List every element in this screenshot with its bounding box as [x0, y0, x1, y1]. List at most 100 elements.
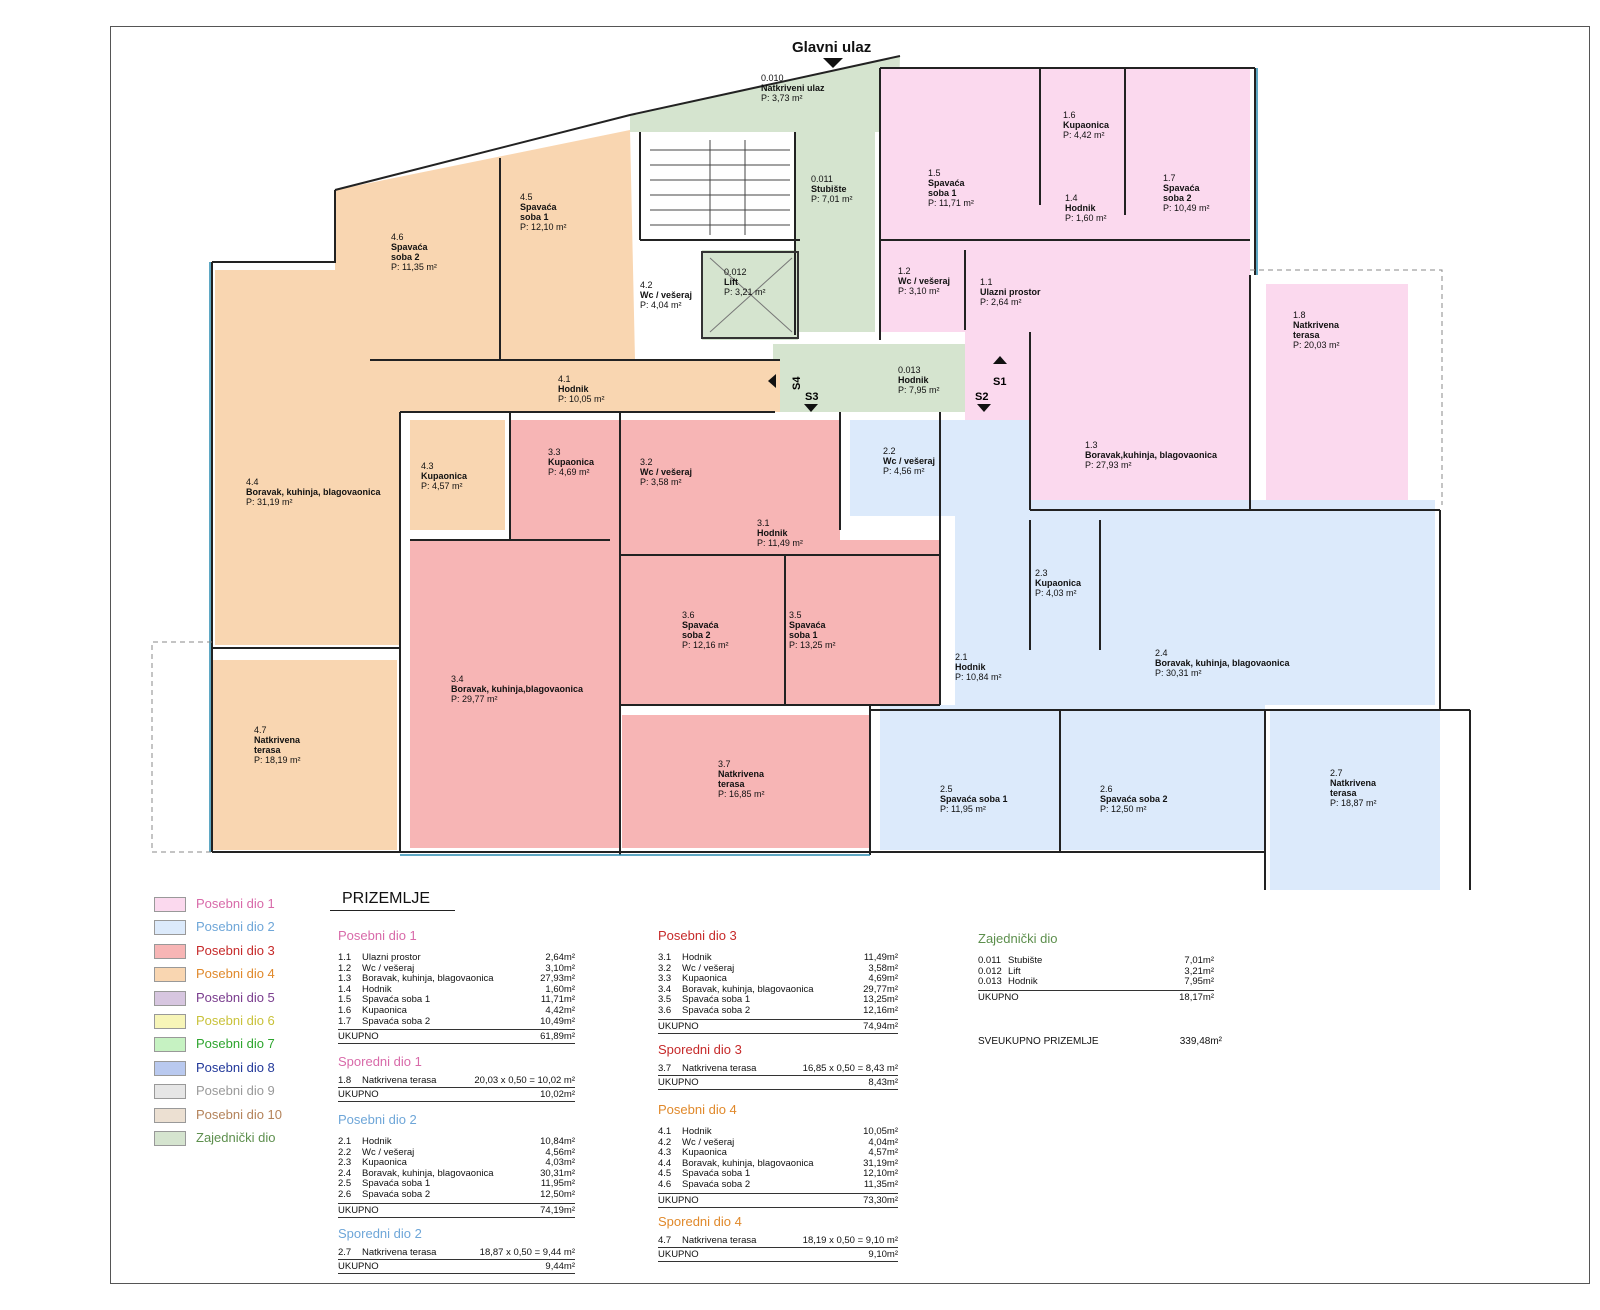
row-value: 10,05m² — [863, 1126, 898, 1137]
dashed-outlines — [151, 269, 1443, 853]
stair-arrow-s2-icon — [977, 404, 991, 412]
row-value: 27,93m² — [540, 973, 575, 985]
row-value: 31,19m² — [863, 1157, 898, 1169]
summary-row: 4.1 Hodnik 10,05m² — [658, 1126, 898, 1137]
row-label: Boravak, kuhinja, blagovaonica — [682, 983, 814, 995]
total-value: 61,89m² — [540, 1031, 575, 1043]
row-value: 10,84m² — [540, 1136, 575, 1147]
row-no: 2.4 — [338, 1167, 352, 1179]
stair-mark-s1: S1 — [993, 376, 1006, 388]
row-value: 4,04m² — [868, 1136, 898, 1148]
legend-label: Posebni dio 7 — [196, 1036, 275, 1052]
row-label: Natkrivena terasa — [682, 1235, 757, 1246]
row-value: 20,03 x 0,50 = 10,02 m² — [474, 1075, 575, 1086]
total-label: UKUPNO — [338, 1031, 379, 1043]
section-title: Sporedni dio 3 — [658, 1042, 742, 1057]
row-value: 3,10m² — [545, 962, 575, 974]
row-label: Hodnik — [682, 1126, 712, 1137]
legend-swatch — [154, 1060, 186, 1076]
row-no: 1.1 — [338, 952, 352, 963]
row-no: 2.5 — [338, 1178, 352, 1190]
drawing-frame — [110, 26, 1590, 1284]
zone-pd3-c — [410, 700, 620, 848]
legend-swatch — [154, 1013, 186, 1029]
row-label: Spavaća soba 1 — [682, 1168, 751, 1180]
entrance-arrow-icon — [823, 58, 843, 68]
row-no: 4.7 — [658, 1235, 672, 1246]
row-label: Hodnik — [362, 983, 392, 995]
zone-common-stair — [795, 130, 875, 332]
summary-row: 2.2 Wc / vešeraj 4,56m² — [338, 1147, 575, 1158]
total-label: UKUPNO — [978, 991, 1019, 1003]
total-value: 18,17m² — [1179, 991, 1214, 1003]
insulation-lines — [209, 68, 1258, 856]
row-value: 7,95m² — [1184, 976, 1214, 988]
row-value: 4,56m² — [545, 1146, 575, 1158]
section-title: Posebni dio 1 — [338, 928, 417, 943]
row-value: 11,95m² — [540, 1178, 575, 1190]
row-value: 13,25m² — [863, 994, 898, 1006]
row-value: 11,35m² — [863, 1178, 898, 1190]
row-no: 4.1 — [658, 1126, 672, 1137]
row-label: Spavaća soba 1 — [682, 994, 751, 1006]
row-no: 2.6 — [338, 1188, 352, 1200]
stair-mark-s3: S3 — [805, 391, 818, 403]
row-label: Spavaća soba 2 — [682, 1178, 751, 1190]
walls — [211, 55, 1471, 890]
row-no: 3.3 — [658, 973, 672, 985]
row-label: Wc / vešeraj — [362, 1146, 415, 1158]
legend-swatch — [154, 967, 186, 983]
row-no: 3.1 — [658, 952, 672, 963]
row-no: 2.2 — [338, 1146, 352, 1158]
legend-label: Posebni dio 1 — [196, 896, 275, 911]
row-no: 2.7 — [338, 1247, 352, 1258]
row-label: Kupaonica — [362, 1157, 407, 1169]
row-label: Wc / vešeraj — [682, 1136, 735, 1148]
legend-swatch — [154, 1107, 186, 1123]
row-value: 12,50m² — [540, 1188, 575, 1200]
row-label: Hodnik — [362, 1136, 392, 1147]
legend-label: Zajednički dio — [196, 1129, 276, 1145]
total-value: 73,30m² — [863, 1194, 898, 1206]
grand-total-label: SVEUKUPNO PRIZEMLJE — [978, 1036, 1099, 1047]
legend-label: Posebni dio 3 — [196, 942, 275, 958]
legend-label: Posebni dio 8 — [196, 1059, 275, 1075]
row-no: 3.2 — [658, 962, 672, 974]
row-value: 4,42m² — [545, 1004, 575, 1016]
row-value: 29,77m² — [863, 983, 898, 995]
zone-pd3-b — [410, 540, 940, 705]
row-no: 0.011 — [978, 955, 1002, 966]
row-label: Natkrivena terasa — [362, 1247, 437, 1258]
section-title: Zajednički dio — [978, 931, 1058, 946]
lift-shaft — [701, 251, 799, 339]
row-label: Natkrivena terasa — [682, 1063, 757, 1074]
grand-total-row: SVEUKUPNO PRIZEMLJE 339,48m² — [978, 1036, 1222, 1050]
row-no: 1.4 — [338, 983, 352, 995]
total-value: 74,94m² — [863, 1020, 898, 1032]
total-value: 74,19m² — [540, 1204, 575, 1216]
